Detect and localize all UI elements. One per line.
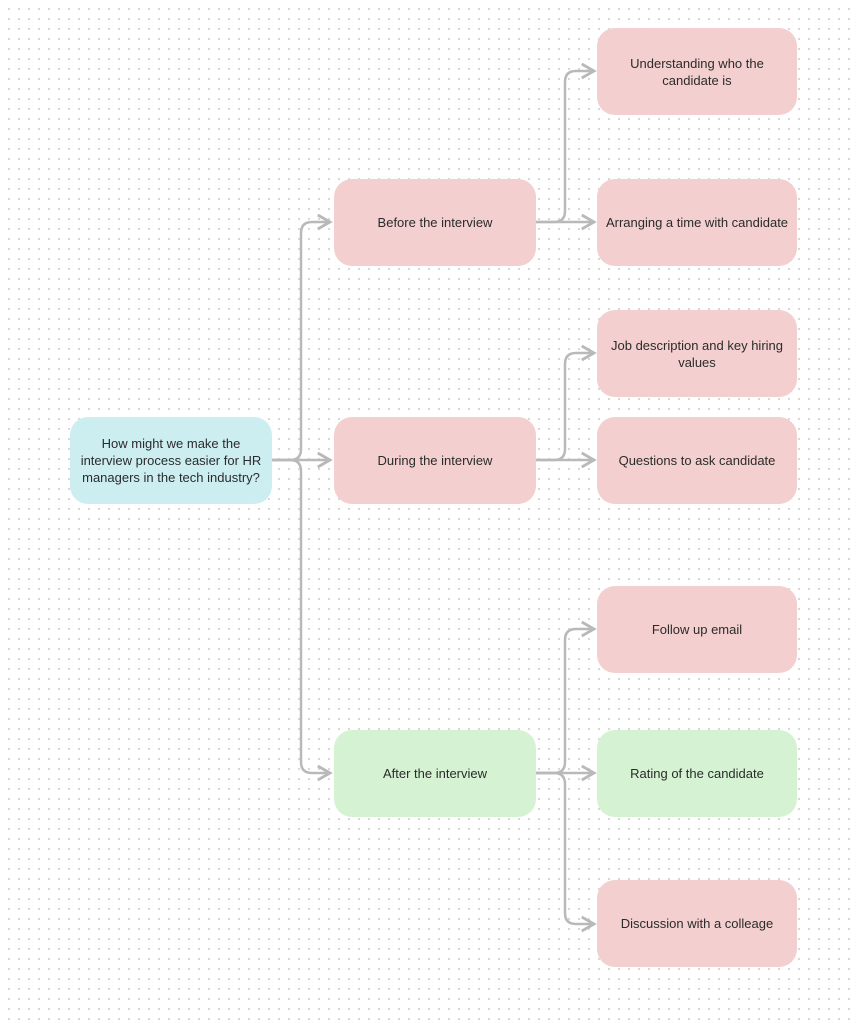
stage-node-before[interactable]: Before the interview (334, 179, 536, 266)
task-node-understanding[interactable]: Understanding who the candidate is (597, 28, 797, 115)
task-label: Rating of the candidate (630, 766, 764, 781)
task-label: Job description and key hiring values (611, 337, 783, 370)
connector-during-jobdesc (534, 344, 597, 462)
connector-root-before (270, 213, 333, 462)
task-node-follow-up[interactable]: Follow up email (597, 586, 797, 673)
task-node-questions[interactable]: Questions to ask candidate (597, 417, 797, 504)
task-node-rating[interactable]: Rating of the candidate (597, 730, 797, 817)
stage-label-during: During the interview (377, 453, 493, 468)
task-node-job-description[interactable]: Job description and key hiring values (597, 310, 797, 397)
connector-before-understanding (534, 62, 597, 224)
connector-root-after (270, 458, 333, 782)
stage-node-after[interactable]: After the interview (334, 730, 536, 817)
stage-label-before: Before the interview (377, 215, 493, 230)
task-node-arranging[interactable]: Arranging a time with candidate (597, 179, 797, 266)
task-label: Understanding who the candidate is (630, 55, 764, 88)
root-question-node[interactable]: How might we make the interview process … (70, 417, 272, 504)
task-label: Arranging a time with candidate (605, 215, 789, 230)
connector-after-discussion (534, 771, 597, 933)
task-node-discussion[interactable]: Discussion with a colleage (597, 880, 797, 967)
connector-after-followup (534, 620, 597, 775)
task-label: Questions to ask candidate (618, 453, 776, 468)
task-label: Follow up email (651, 622, 743, 637)
task-label: Discussion with a colleage (620, 916, 774, 931)
stage-node-during[interactable]: During the interview (334, 417, 536, 504)
root-question-label: How might we make the interview process … (80, 436, 262, 485)
stage-label-after: After the interview (382, 766, 488, 781)
